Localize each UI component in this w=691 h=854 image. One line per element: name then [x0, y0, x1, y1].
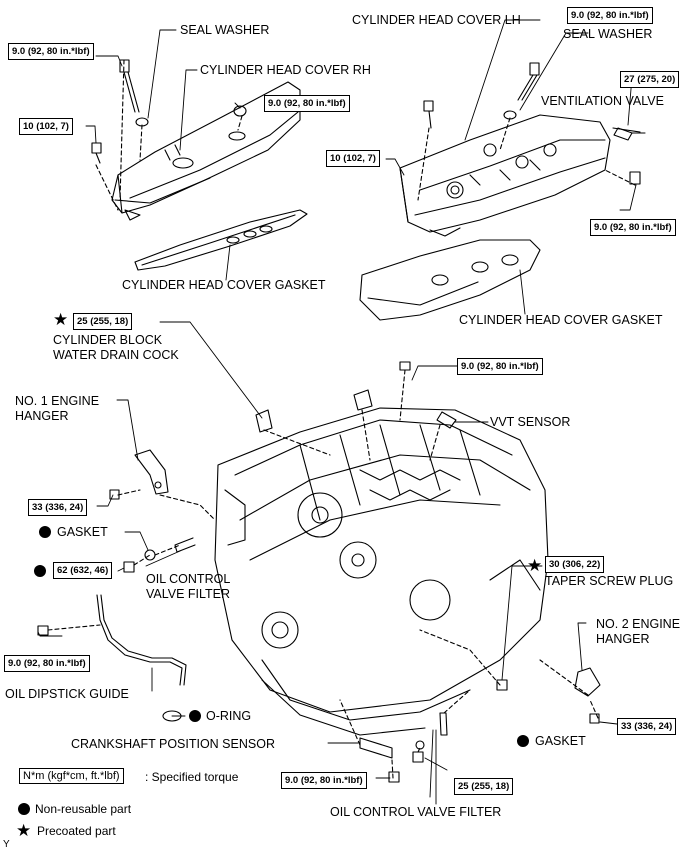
- torque-seal-washer-rh: 9.0 (92, 80 in.*lbf): [8, 43, 94, 60]
- leader-lines: [37, 19, 637, 805]
- torque-crank-sensor: 9.0 (92, 80 in.*lbf): [281, 772, 367, 789]
- legend-precoated-icon: ★: [16, 821, 32, 840]
- cylinder-head-cover-lh-drawing: [399, 114, 611, 237]
- cylinder-head-cover-rh-drawing: [111, 81, 301, 221]
- small-parts-drawing: [37, 127, 641, 783]
- non-reusable-dot-icon: [39, 526, 51, 538]
- rh-bolts-drawing: [91, 59, 247, 164]
- engine-block-drawing: [214, 407, 549, 736]
- cylinder-head-cover-lh-label: CYLINDER HEAD COVER LH: [352, 13, 521, 27]
- crankshaft-position-sensor-label: CRANKSHAFT POSITION SENSOR: [71, 737, 275, 751]
- hanger2-line-2: HANGER: [596, 632, 650, 646]
- drain-cock-line-2: WATER DRAIN COCK: [53, 348, 179, 362]
- legend-torque-unit-box: N*m (kgf*cm, ft.*lbf): [19, 768, 124, 784]
- torque-drain-cock: 25 (255, 18): [73, 313, 133, 330]
- drain-cock-line-1: CYLINDER BLOCK: [53, 333, 163, 347]
- non-reusable-dot-icon: [517, 735, 529, 747]
- legend-non-reusable-label: Non-reusable part: [35, 802, 132, 816]
- taper-screw-plug-label: TAPER SCREW PLUG: [545, 574, 674, 588]
- cylinder-head-cover-gasket-rh-drawing: [134, 209, 308, 271]
- torque-taper-plug: 30 (306, 22): [545, 556, 605, 573]
- cylinder-head-cover-gasket-lh-label: CYLINDER HEAD COVER GASKET: [459, 313, 663, 327]
- seal-washer-rh-label: SEAL WASHER: [180, 23, 270, 37]
- oil-control-valve-filter-label: OIL CONTROL VALVE FILTER: [146, 572, 230, 602]
- no2-engine-hanger-label: NO. 2 ENGINE HANGER: [596, 617, 680, 647]
- torque-cover-bolt-lh: 10 (102, 7): [326, 150, 380, 167]
- torque-62: 62 (632, 46): [53, 562, 113, 579]
- seal-washer-lh-label: SEAL WASHER: [563, 27, 653, 41]
- o-ring-label: O-RING: [206, 709, 252, 723]
- ocv-filter-line-2: VALVE FILTER: [146, 587, 231, 601]
- hanger2-line-1: NO. 2 ENGINE: [596, 617, 681, 631]
- torque-dipstick-guide: 9.0 (92, 80 in.*lbf): [4, 655, 90, 672]
- oil-dipstick-guide-label: OIL DIPSTICK GUIDE: [5, 687, 129, 701]
- ocv-filter-line-1: OIL CONTROL: [146, 572, 231, 586]
- cylinder-head-cover-gasket-lh-drawing: [359, 239, 541, 321]
- torque-cover-nut-rh: 9.0 (92, 80 in.*lbf): [264, 95, 350, 112]
- legend-torque-unit-text: : Specified torque: [145, 770, 239, 784]
- legend-precoated-label: Precoated part: [37, 824, 116, 838]
- cylinder-head-cover-gasket-rh-label: CYLINDER HEAD COVER GASKET: [122, 278, 326, 292]
- corner-mark: Y: [3, 839, 10, 850]
- torque-gasket-bottom: 25 (255, 18): [454, 778, 514, 795]
- precoated-star-icon: ★: [527, 556, 543, 575]
- no1-engine-hanger-label: NO. 1 ENGINE HANGER: [15, 394, 99, 424]
- torque-ventilation-valve: 27 (275, 20): [620, 71, 680, 88]
- torque-hanger-2: 33 (336, 24): [617, 718, 677, 735]
- legend-non-reusable-icon: [18, 803, 30, 815]
- gasket-label: GASKET: [57, 525, 108, 539]
- gasket-bottom-label: GASKET: [535, 734, 586, 748]
- dashed-guides: [47, 59, 636, 779]
- torque-cover-bolt-rh: 10 (102, 7): [19, 118, 73, 135]
- oil-control-valve-filter-bottom-label: OIL CONTROL VALVE FILTER: [330, 805, 502, 819]
- cylinder-head-cover-rh-label: CYLINDER HEAD COVER RH: [200, 63, 371, 77]
- ventilation-valve-label: VENTILATION VALVE: [541, 94, 664, 108]
- precoated-star-icon: ★: [53, 310, 69, 329]
- torque-hanger-1: 33 (336, 24): [28, 499, 88, 516]
- vvt-sensor-label: VVT SENSOR: [490, 415, 571, 429]
- non-reusable-dot-icon: [34, 565, 46, 577]
- torque-cover-nut-lh: 9.0 (92, 80 in.*lbf): [590, 219, 676, 236]
- cylinder-block-water-drain-cock-label: CYLINDER BLOCK WATER DRAIN COCK: [53, 333, 179, 363]
- hanger1-line-1: NO. 1 ENGINE: [15, 394, 100, 408]
- non-reusable-dot-icon: [189, 710, 201, 722]
- torque-vvt-sensor: 9.0 (92, 80 in.*lbf): [457, 358, 543, 375]
- lh-bolts-drawing: [423, 62, 646, 185]
- hanger1-line-2: HANGER: [15, 409, 69, 423]
- torque-seal-washer-lh: 9.0 (92, 80 in.*lbf): [567, 7, 653, 24]
